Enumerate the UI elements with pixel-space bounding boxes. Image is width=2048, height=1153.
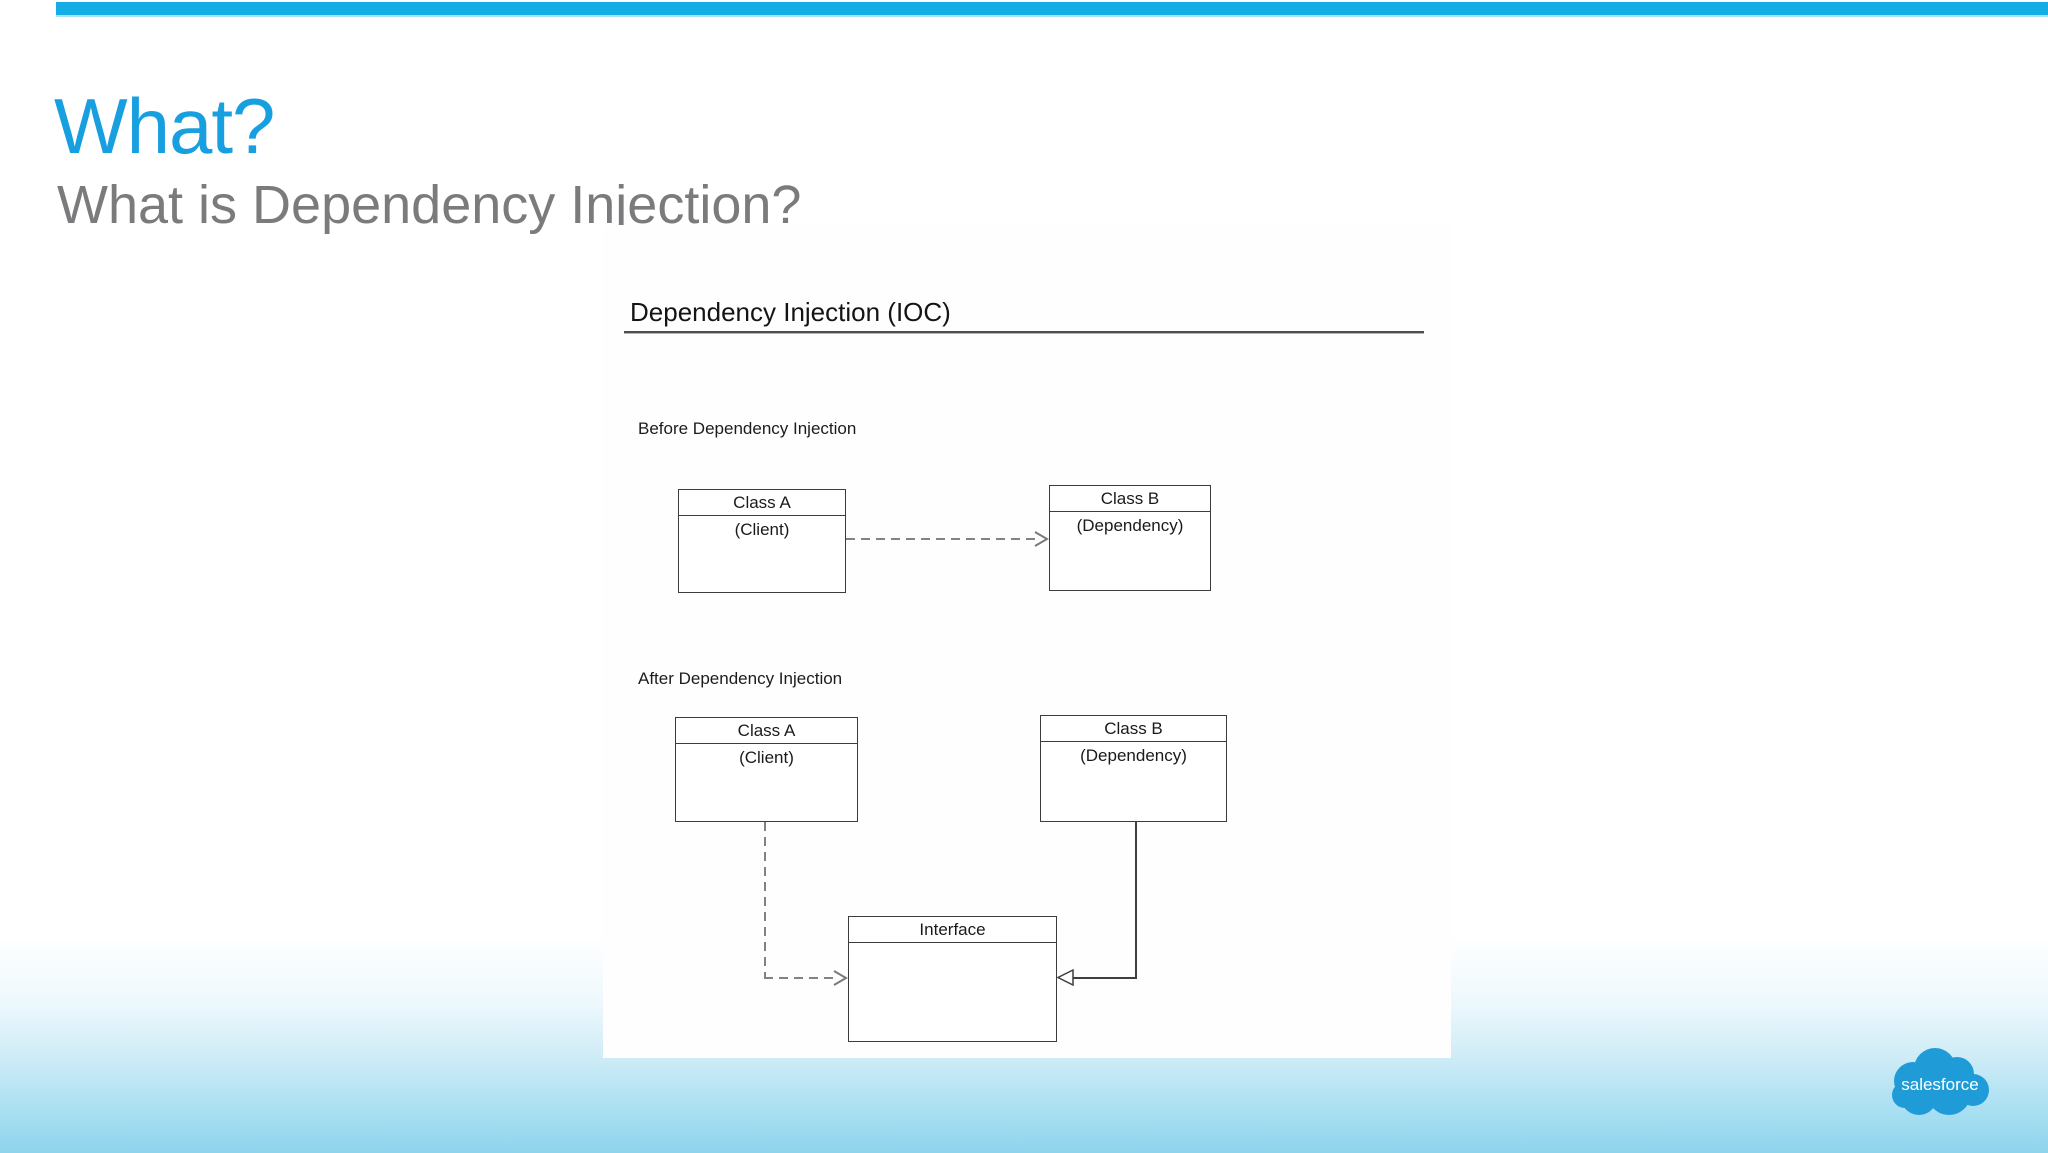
uml-box-before-class-a: Class A (Client) (678, 489, 846, 593)
class-name: Class B (1041, 716, 1226, 742)
hollow-triangle-arrowhead-icon (1056, 969, 1074, 986)
top-accent-bar (56, 2, 2048, 17)
solid-realization-line-horizontal (1072, 977, 1137, 979)
class-role: (Client) (739, 748, 794, 767)
slide-subtitle: What is Dependency Injection? (57, 175, 802, 235)
class-name: Class A (679, 490, 845, 516)
dashed-dependency-line-vertical (764, 822, 766, 978)
class-name: Class B (1050, 486, 1210, 512)
diagram-panel: Dependency Injection (IOC) Before Depend… (603, 225, 1451, 1058)
solid-realization-line-vertical (1135, 822, 1137, 979)
salesforce-logo: salesforce (1892, 1048, 1989, 1115)
salesforce-wordmark: salesforce (1901, 1075, 1978, 1094)
class-name: Interface (849, 917, 1056, 943)
class-role: (Client) (734, 520, 790, 539)
before-section-label: Before Dependency Injection (638, 419, 857, 438)
class-body-empty (849, 943, 1056, 947)
slide-title: What? (54, 82, 275, 170)
class-name: Class A (676, 718, 857, 744)
uml-box-before-class-b: Class B (Dependency) (1049, 485, 1211, 591)
uml-box-after-class-b: Class B (Dependency) (1040, 715, 1227, 822)
dashed-dependency-line-horizontal (764, 977, 833, 979)
diagram-title: Dependency Injection (IOC) (630, 297, 951, 327)
class-role: (Dependency) (1080, 746, 1187, 765)
open-arrowhead-icon (1034, 531, 1049, 547)
dashed-dependency-line (846, 538, 1035, 540)
class-role: (Dependency) (1076, 516, 1184, 535)
uml-box-interface: Interface (848, 916, 1057, 1042)
diagram-title-underline (624, 331, 1424, 334)
uml-box-after-class-a: Class A (Client) (675, 717, 858, 822)
open-arrowhead-icon (833, 970, 848, 986)
after-section-label: After Dependency Injection (638, 669, 843, 688)
